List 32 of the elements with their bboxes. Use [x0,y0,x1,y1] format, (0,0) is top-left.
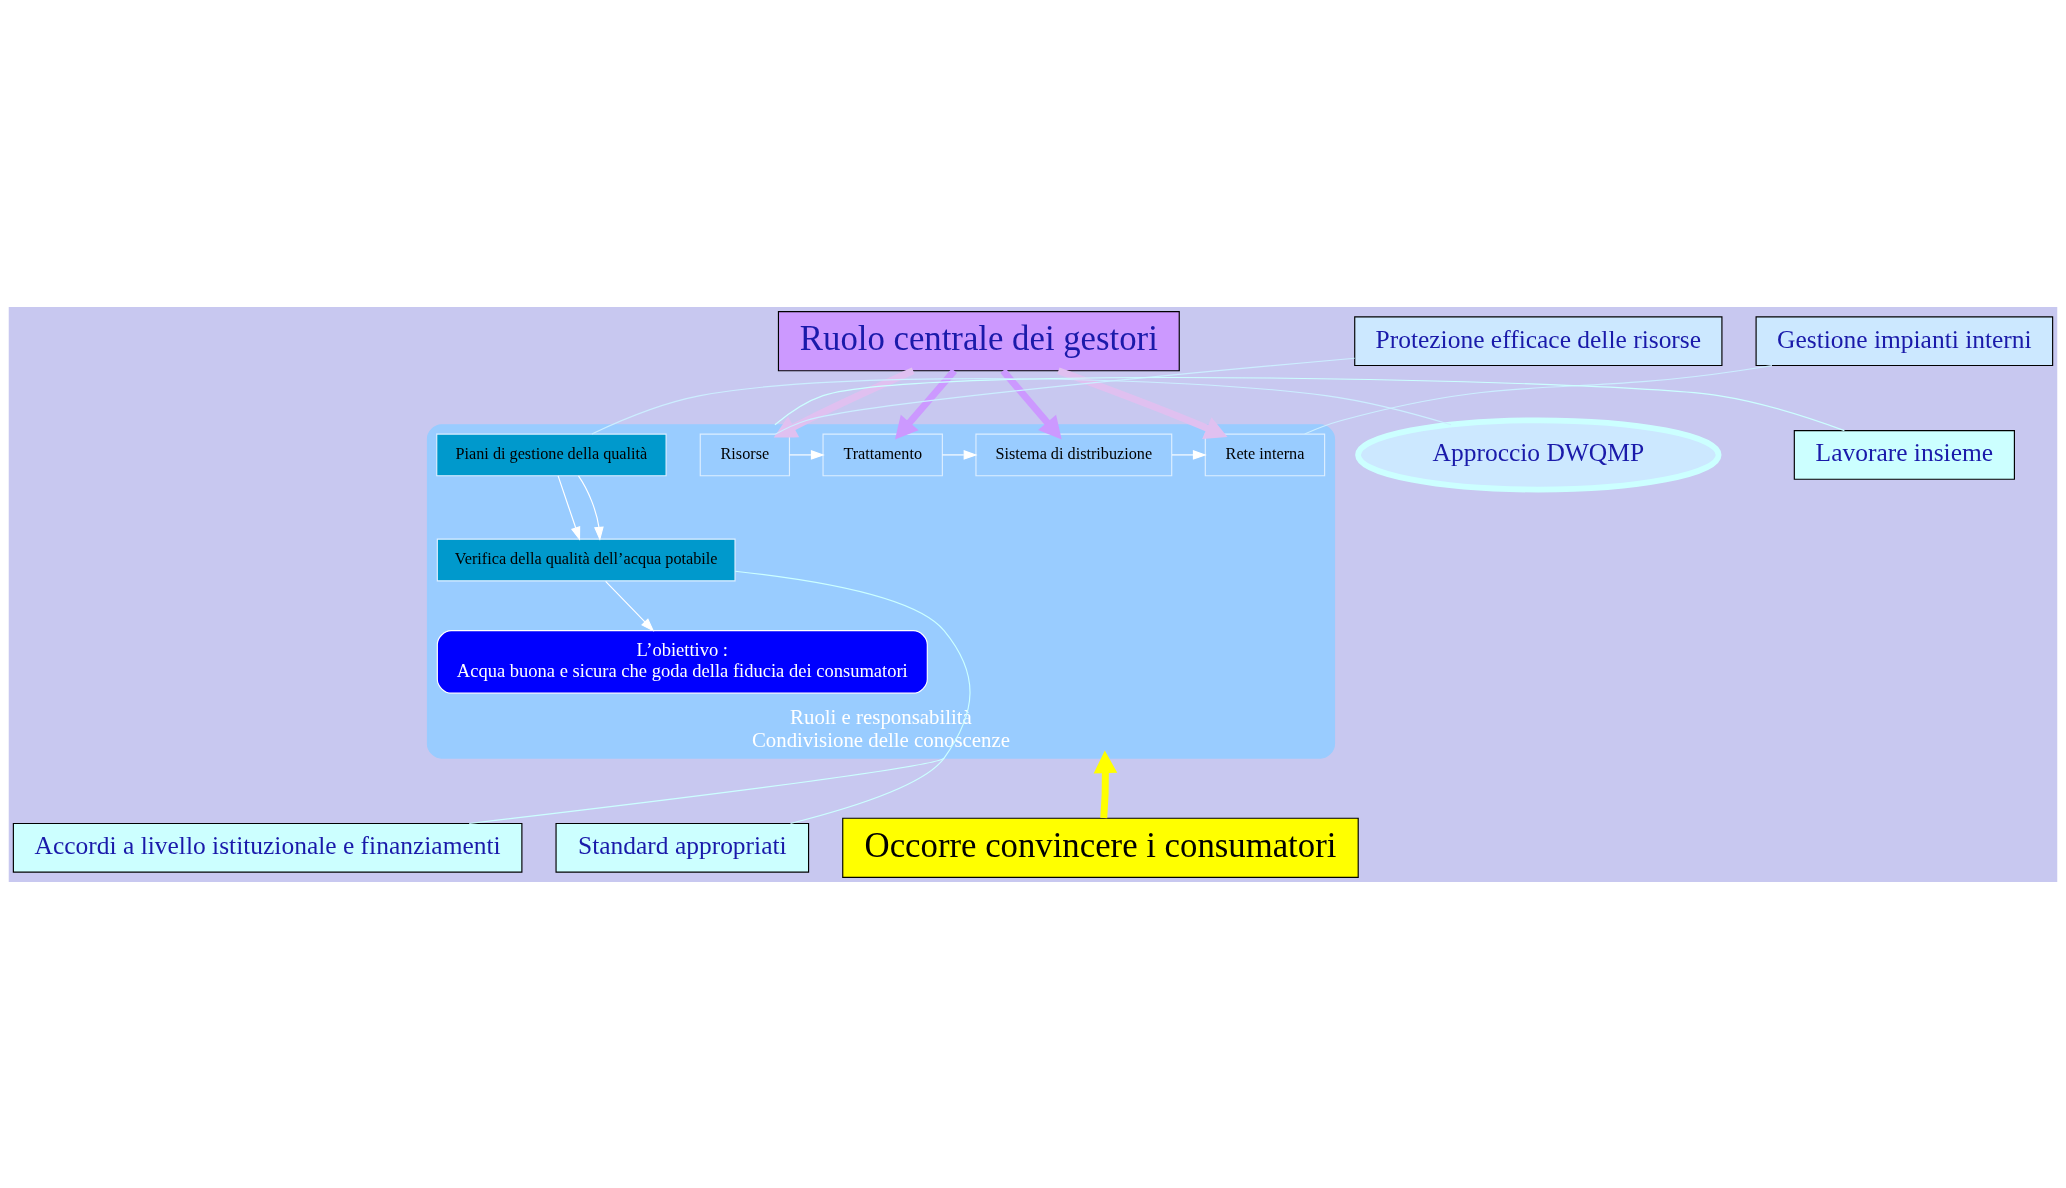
node-box: Protezione efficace delle risorse [1354,315,1723,366]
node-box: Piani di gestione della qualità [436,433,667,476]
node-box: Sistema di distribuzione [975,433,1173,476]
node-box: Trattamento [822,433,943,476]
arrow [941,449,978,460]
node-box: Risorse [699,433,791,476]
node-box: Gestione impianti interni [1755,315,2054,366]
connector [774,376,1845,431]
connector [591,377,1452,434]
arrow [1000,368,1062,440]
connector [468,756,945,824]
node-box: Ruolo centrale dei gestori [777,310,1180,371]
connector [1304,364,1773,435]
arrow [773,367,915,437]
arrow [895,367,957,439]
arrow [1057,367,1228,439]
node-box: Occorre convincere i consumatori [842,817,1359,878]
arrow [605,580,655,632]
arrow [1093,750,1118,818]
node-box: Lavorare insieme [1793,429,2015,480]
arrow [788,449,825,460]
arrow [557,474,581,541]
node-box: Rete interna [1204,433,1326,476]
node-ellipse: Approccio DWQMP [1355,416,1722,492]
connector [775,357,1356,435]
node-box: L’obiettivo : Acqua buona e sicura che goda della fiducia dei consumatori [436,629,928,694]
arrow [1171,449,1207,460]
node-box: Standard appropriati [555,822,810,873]
arrow [577,474,604,541]
node-box: Verifica della qualità dell’acqua potabile [436,538,736,581]
connector [734,570,971,824]
node-box: Accordi a livello istituzionale e finanziamenti [12,822,523,873]
